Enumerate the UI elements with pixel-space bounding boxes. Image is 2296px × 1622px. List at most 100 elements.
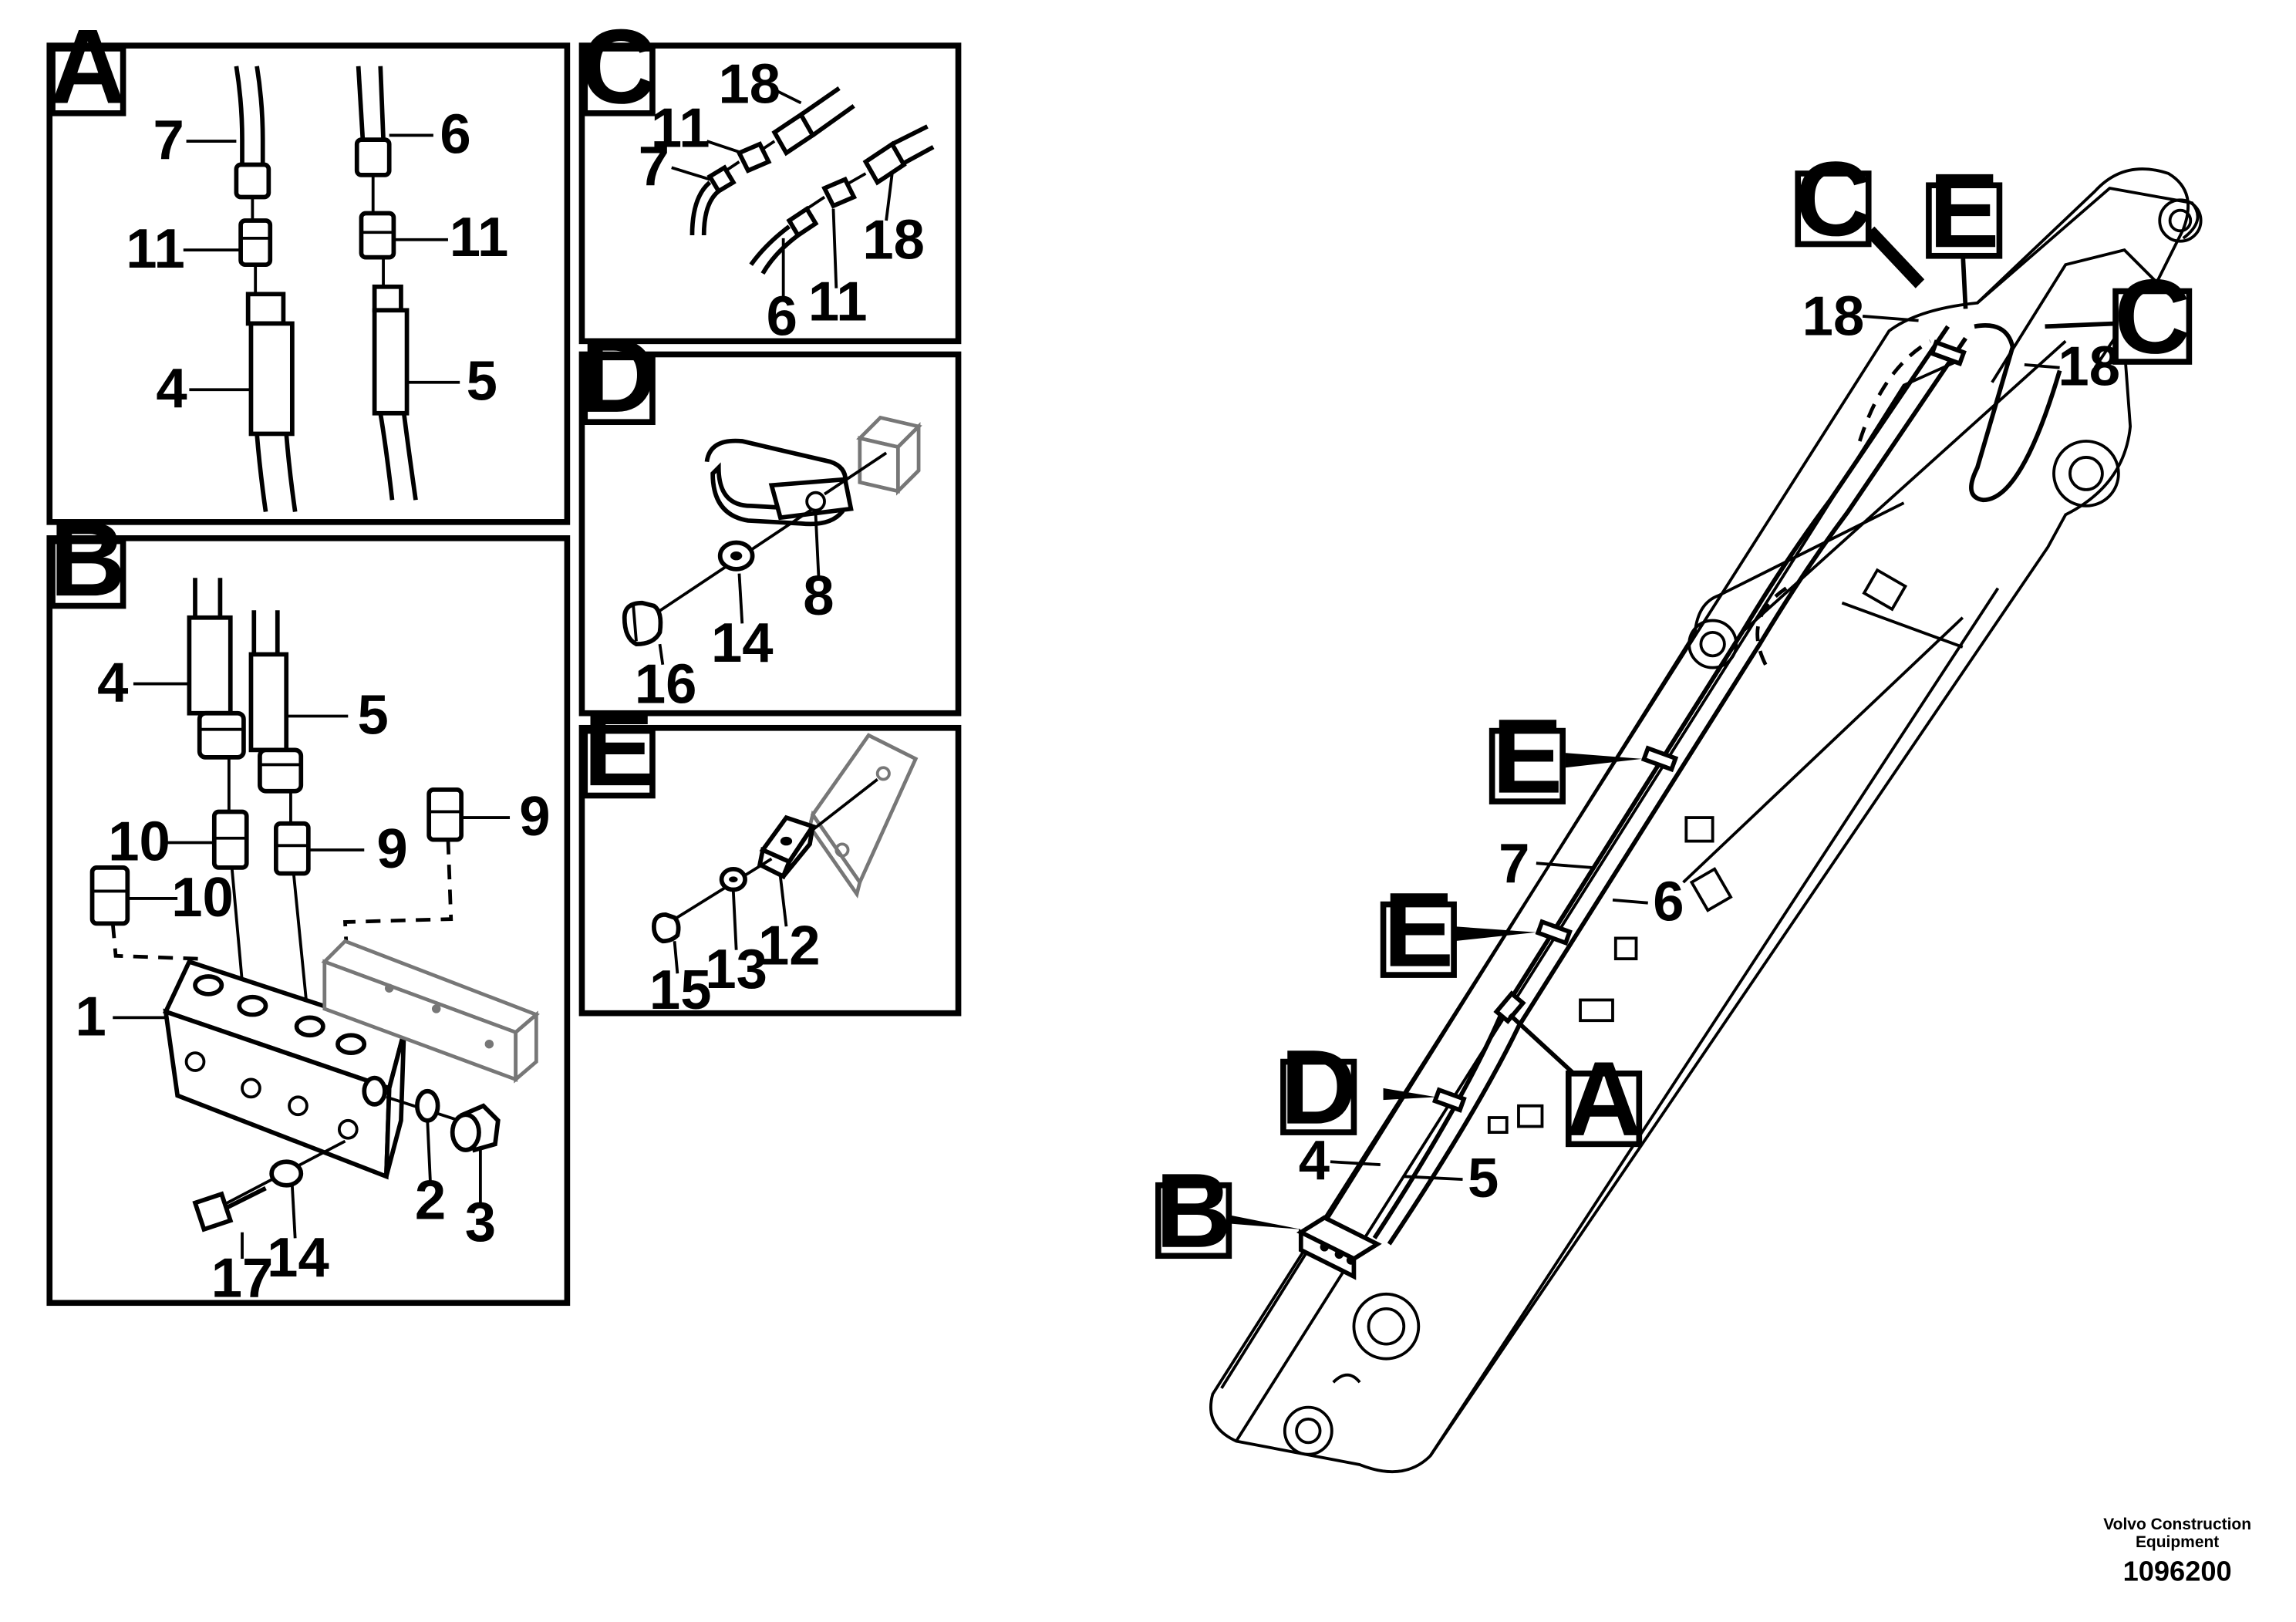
callout-c-right-box [2112, 288, 2193, 365]
boom-outline [1209, 167, 2190, 1473]
manifold-b [1298, 1229, 1357, 1280]
callout-b-box [1155, 1182, 1232, 1259]
callout-d-box [1280, 1058, 1357, 1135]
weld-block [858, 436, 900, 494]
label-18: 18 [719, 52, 781, 115]
callout-a: A [1566, 1040, 1642, 1158]
hose-7 [689, 180, 712, 236]
panel-a-letter-box [49, 46, 126, 116]
panel-d-frame [578, 351, 962, 717]
callout-a-box [1565, 1071, 1643, 1148]
pivot-head [2052, 440, 2120, 508]
label-6: 6 [767, 285, 797, 348]
clamp-e-lower [1535, 919, 1573, 946]
hose-5 [248, 652, 289, 753]
callout-e-mid-box [1489, 727, 1566, 804]
panel-d-letter-box [582, 354, 656, 426]
pivot-middle [1352, 1292, 1421, 1361]
label-6: 6 [440, 103, 470, 165]
label-3: 3 [465, 1191, 496, 1253]
label-6: 6 [1653, 871, 1684, 933]
adapter-11-lower [821, 176, 858, 209]
adapter-11-upper [736, 141, 772, 174]
label-11: 11 [126, 218, 185, 280]
label-5: 5 [358, 683, 389, 746]
label-13: 13 [705, 938, 767, 1000]
panel-e: E 12 13 15 [578, 690, 962, 1021]
callout-e: E [1384, 872, 1455, 990]
panel-e-frame [578, 724, 962, 1017]
washer-2 [415, 1088, 440, 1123]
label-11: 11 [651, 97, 710, 160]
pivot-upper [1687, 619, 1738, 669]
label-18: 18 [862, 209, 925, 271]
label-16: 16 [635, 653, 697, 715]
callout-e-lower-box [1380, 901, 1457, 978]
washer-14 [269, 1159, 304, 1188]
bolt-15 [652, 912, 681, 944]
callout-b: B [1155, 1152, 1232, 1270]
reference-number: 1096200 [2123, 1556, 2232, 1587]
label-11: 11 [450, 206, 509, 268]
adapter-9 [274, 821, 311, 876]
panel-c-letter-box [582, 46, 656, 116]
fitting-7 [706, 164, 737, 194]
label-17: 17 [211, 1247, 274, 1310]
label-7: 7 [153, 109, 184, 171]
panel-a-letter: A [49, 8, 126, 126]
label-1: 1 [75, 985, 106, 1047]
panel-d-letter: D [581, 317, 657, 435]
label-4: 4 [97, 651, 128, 713]
label-10: 10 [171, 866, 234, 929]
label-18: 18 [1802, 285, 1865, 348]
panel-e-letter-box [582, 727, 656, 799]
label-14: 14 [267, 1226, 329, 1289]
clamp-e-upper [1640, 745, 1679, 773]
mounting-plate [810, 733, 919, 886]
panel-c-frame [578, 42, 962, 345]
panel-d: D 8 14 16 [578, 317, 962, 717]
label-4: 4 [156, 357, 187, 420]
callout-e: E [1929, 152, 2000, 270]
label-5: 5 [467, 350, 497, 413]
panel-e-letter: E [583, 690, 654, 808]
pivot-foot [1283, 1405, 1333, 1456]
label-12: 12 [758, 915, 821, 977]
label-7: 7 [639, 135, 669, 197]
panel-b-letter: B [49, 501, 126, 619]
hose-6 [749, 224, 791, 266]
panel-b: B [46, 501, 571, 1310]
panel-b-frame [46, 535, 571, 1307]
coupling-a [1493, 990, 1526, 1024]
label-4: 4 [1299, 1129, 1330, 1192]
footer: Volvo Construction Equipment 1096200 [2103, 1516, 2251, 1587]
hose-6-line [356, 66, 366, 140]
fitting-7 [234, 162, 271, 200]
hose-4-nut [197, 710, 246, 760]
hose-7-line [234, 66, 244, 165]
company-name-line1: Volvo Construction [2103, 1516, 2251, 1533]
panel-c: C 18 11 7 18 6 11 [578, 8, 962, 348]
panel-c-letter: C [581, 8, 657, 126]
label-8: 8 [803, 565, 834, 627]
adapter-11-left [238, 218, 273, 268]
callout-d: D [1280, 1029, 1357, 1147]
adapter-11-right [359, 211, 396, 260]
label-18: 18 [2058, 336, 2120, 398]
hose-4-end [248, 321, 295, 437]
callout-e: E [1492, 698, 1563, 816]
panel-a-frame [46, 42, 571, 525]
fitting-6 [354, 137, 392, 177]
hose-4 [187, 615, 233, 716]
hose-6 [1387, 336, 1967, 1246]
hose-5-end [372, 308, 410, 416]
fitting-6 [786, 205, 819, 239]
hose-5-nut [258, 747, 304, 794]
hose-18-upper-end [771, 111, 816, 157]
label-11: 11 [808, 271, 868, 333]
plug-10 [89, 865, 130, 926]
hose-18-lower-end [862, 140, 907, 186]
plug-9 [426, 787, 464, 842]
label-14: 14 [711, 612, 774, 674]
